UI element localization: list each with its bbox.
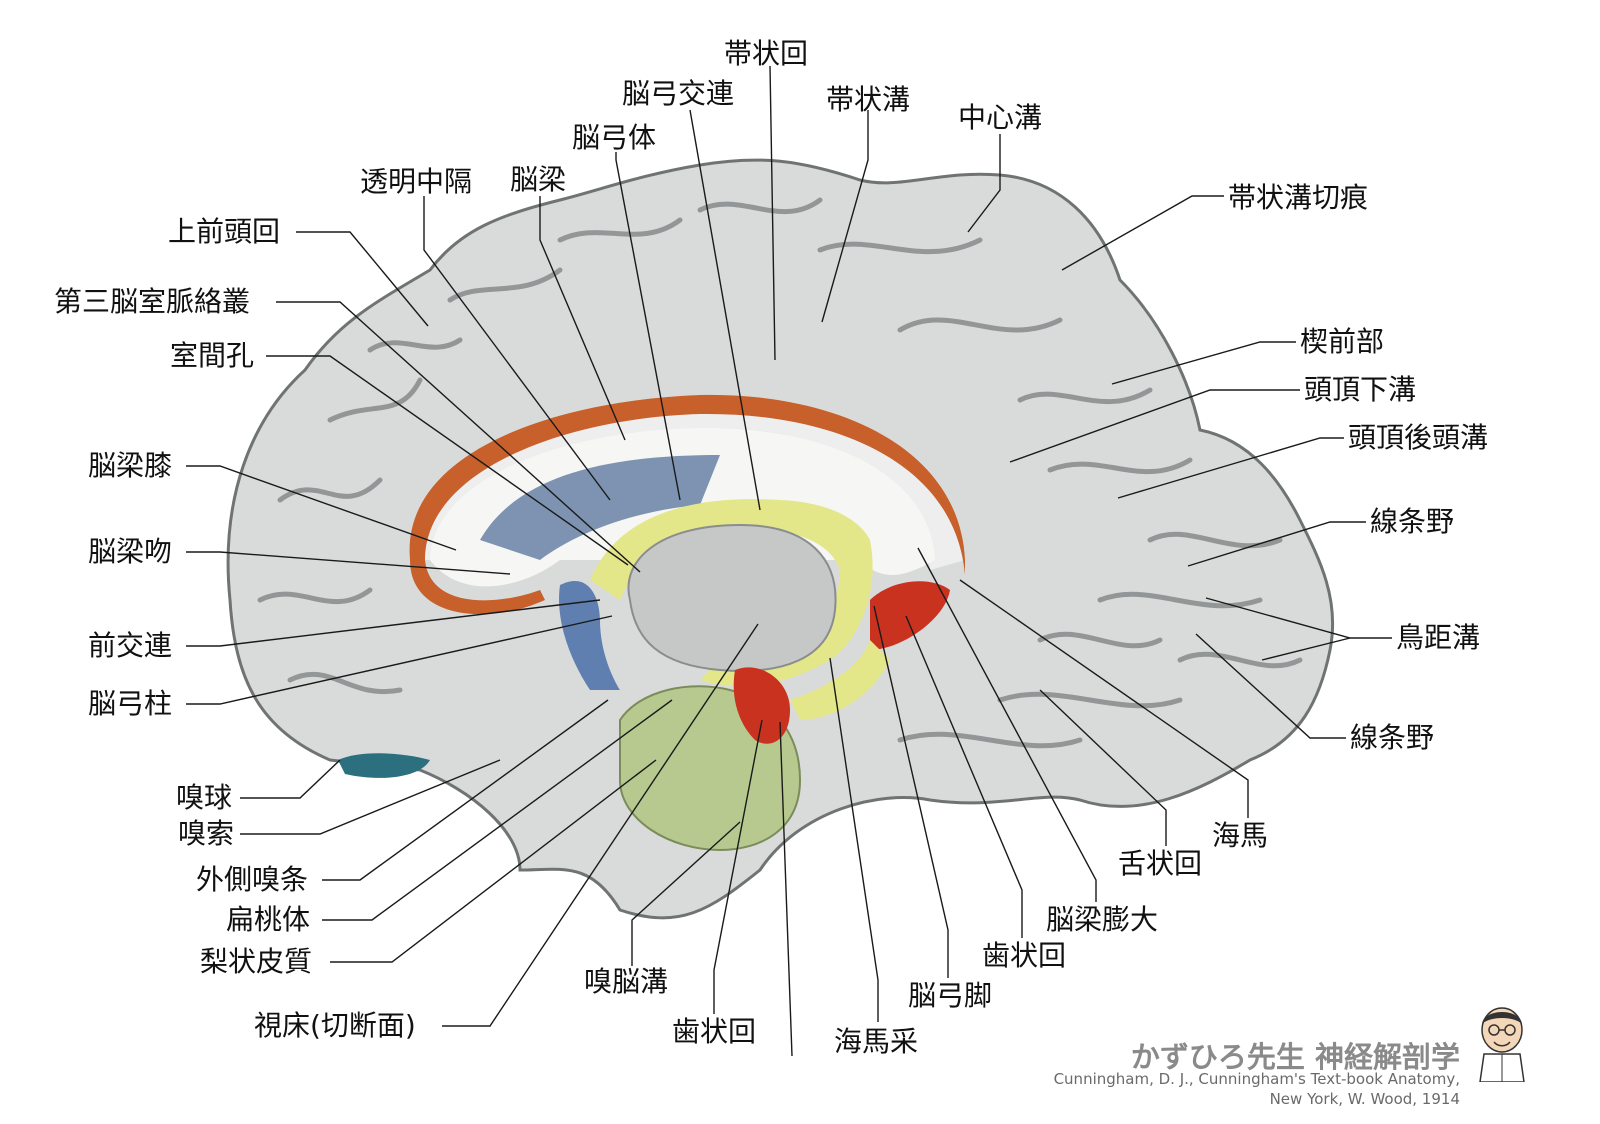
- leader-precuneus: [1111, 341, 1296, 385]
- label-precuneus: 楔前部: [1300, 325, 1385, 358]
- label-fornix-column: 脳弓柱: [88, 687, 173, 720]
- credit-line-2: New York, W. Wood, 1914: [1269, 1090, 1460, 1108]
- label-central-sulcus: 中心溝: [958, 101, 1043, 134]
- olfactory-bulb-shape: [338, 753, 430, 778]
- leader-dentate-gyrus-right: [905, 615, 1023, 938]
- label-olfactory-tract: 嗅索: [178, 817, 235, 850]
- leader-rostrum: [186, 551, 511, 575]
- leader-marginal-ramus: [1061, 195, 1224, 271]
- label-striate-area-2: 線条野: [1350, 721, 1435, 754]
- leader-dentate-gyrus-bottom: [713, 719, 763, 1014]
- label-striate-area-1: 線条野: [1370, 505, 1455, 538]
- label-marginal-ramus: 帯状溝切痕: [1228, 181, 1369, 214]
- leader-olfactory-bulb: [240, 759, 341, 799]
- leader-rhinal-sulcus: [631, 821, 741, 966]
- label-fornix-commissure: 脳弓交連: [622, 77, 735, 110]
- leader-piriform-cortex: [330, 759, 657, 963]
- leader-superior-frontal-gyrus: [296, 231, 429, 327]
- label-parieto-occipital-sulcus: 頭頂後頭溝: [1348, 421, 1489, 454]
- leader-lines: [186, 65, 1392, 1057]
- thalamus-shape: [627, 523, 837, 672]
- label-lateral-olfactory-stria: 外側嗅条: [196, 863, 309, 896]
- label-rhinal-sulcus: 嗅脳溝: [584, 965, 669, 998]
- label-olfactory-bulb: 嗅球: [176, 781, 233, 814]
- leader-extra-bottom: [779, 721, 793, 1057]
- leader-striate-area-1: [1187, 521, 1366, 567]
- leader-fornix-commissure: [689, 109, 761, 511]
- label-fornix-crus: 脳弓脚: [908, 979, 993, 1012]
- leader-cingulate-gyrus: [769, 65, 776, 361]
- label-calcarine-sulcus: 鳥距溝: [1396, 621, 1481, 654]
- label-fimbria: 海馬采: [834, 1025, 919, 1058]
- label-amygdala: 扁桃体: [226, 903, 311, 936]
- leader-lingual-gyrus: [1039, 689, 1167, 846]
- sulci-lines: [257, 197, 1303, 749]
- leader-parieto-occipital-sulcus: [1117, 437, 1344, 499]
- leader-anterior-commissure: [186, 599, 601, 647]
- label-superior-frontal-gyrus: 上前頭回: [168, 215, 281, 248]
- leader-interventricular-foramen: [266, 355, 629, 566]
- label-cingulate-sulcus: 帯状溝: [826, 83, 911, 116]
- leader-genu: [186, 465, 457, 551]
- leader-striate-area-2: [1195, 633, 1346, 739]
- leader-fornix-column: [186, 615, 613, 705]
- label-rostrum: 脳梁吻: [88, 535, 173, 568]
- red-region-2: [870, 581, 950, 650]
- label-lingual-gyrus: 舌状回: [1118, 847, 1203, 880]
- label-piriform-cortex: 梨状皮質: [200, 945, 313, 978]
- leader-central-sulcus: [967, 134, 1001, 233]
- label-corpus-callosum: 脳梁: [510, 163, 567, 196]
- leader-calcarine-sulcus-2: [1261, 637, 1351, 661]
- leader-thalamus-cut: [442, 623, 759, 1027]
- label-thalamus-cut: 視床(切断面): [254, 1009, 416, 1042]
- credit-title: かずひろ先生 神経解剖学: [1130, 1040, 1460, 1074]
- label-dentate-gyrus-bottom: 歯状回: [672, 1015, 757, 1048]
- leader-fimbria: [829, 657, 879, 1022]
- label-splenium: 脳梁膨大: [1046, 903, 1159, 936]
- leader-olfactory-tract: [240, 759, 501, 835]
- label-hippocampus: 海馬: [1212, 819, 1269, 852]
- credit-line-1: Cunningham, D. J., Cunningham's Text-boo…: [1053, 1070, 1460, 1088]
- leader-splenium: [917, 547, 1097, 902]
- leader-fornix-crus: [873, 605, 949, 978]
- septum-shape: [480, 455, 720, 560]
- leader-lateral-olfactory-stria: [322, 699, 609, 881]
- leader-fornix-body: [615, 152, 681, 501]
- label-dentate-gyrus-right: 歯状回: [982, 939, 1067, 972]
- leader-choroid-plexus: [276, 301, 641, 573]
- leader-subparietal-sulcus: [1009, 389, 1300, 463]
- yellow-fimbria: [790, 640, 890, 720]
- leader-amygdala: [322, 699, 673, 921]
- avatar: [1479, 1007, 1525, 1082]
- label-cingulate-gyrus: 帯状回: [724, 37, 809, 70]
- label-choroid-plexus: 第三脳室脈絡叢: [54, 285, 251, 318]
- label-interventricular-foramen: 室間孔: [170, 339, 255, 372]
- septum-lower: [559, 580, 620, 690]
- label-septum-pellucidum: 透明中隔: [360, 165, 473, 198]
- label-genu: 脳梁膝: [88, 449, 173, 482]
- label-fornix-body: 脳弓体: [572, 121, 657, 154]
- leader-hippocampus: [959, 579, 1249, 818]
- label-anterior-commissure: 前交連: [88, 629, 173, 662]
- label-subparietal-sulcus: 頭頂下溝: [1304, 373, 1417, 406]
- leader-cingulate-sulcus: [821, 110, 869, 323]
- leader-septum-pellucidum: [423, 196, 611, 501]
- red-region-1: [733, 667, 790, 744]
- leader-corpus-callosum: [539, 196, 626, 441]
